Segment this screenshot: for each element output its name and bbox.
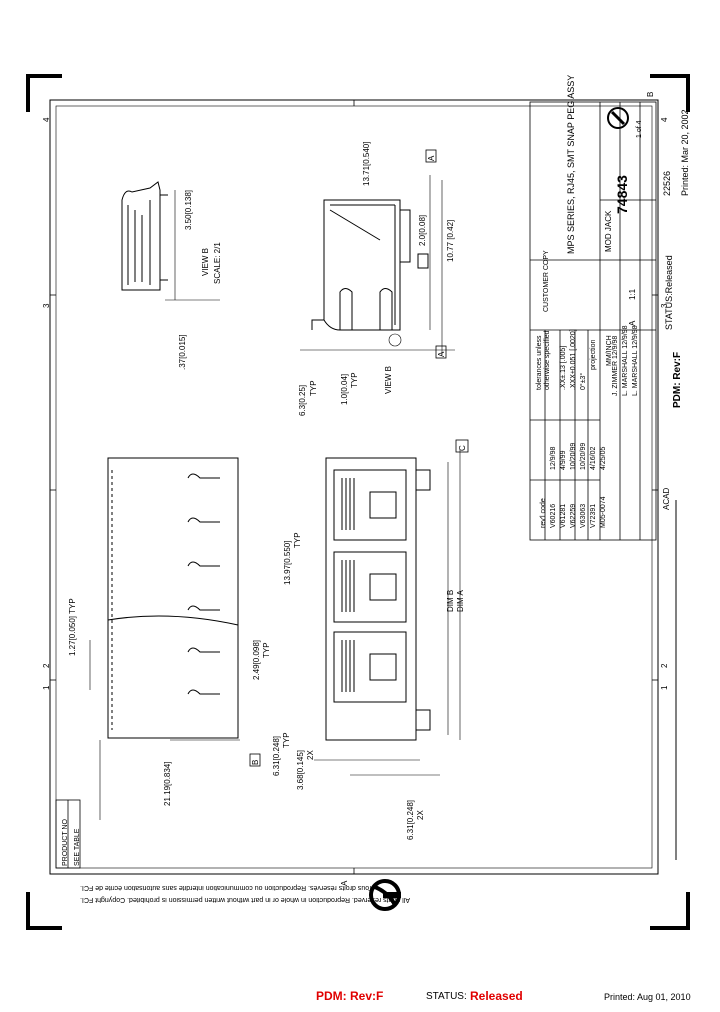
- datum-b: B: [251, 759, 260, 765]
- tolerance-5: 0°±3°: [580, 372, 587, 390]
- dim-2-0: 2.0[0.08]: [418, 214, 427, 246]
- dim-10-77: 10.77 [0.42]: [446, 219, 455, 262]
- pdm-line: PDM: Rev:F: [672, 351, 683, 408]
- rev-date-f: 4/25/05: [600, 446, 607, 470]
- dim-13-97-typ: TYP: [293, 532, 302, 548]
- rev-date-a: 12/9/98: [550, 446, 557, 470]
- rev-row-f: M05-0074: [600, 496, 607, 528]
- copyright-note: All rights reserved. Reproduction in who…: [80, 896, 410, 903]
- dim-1-0: 1.0[0.04]: [340, 373, 349, 405]
- tolerance-1: tolerances unless: [536, 335, 543, 390]
- proprietary-note: Tous droits réservés. Reproduction ou co…: [80, 884, 373, 891]
- cage-code: 22526: [662, 170, 672, 196]
- dim-21-19: 21.19[0.834]: [163, 761, 172, 806]
- tolerance-3: .XX±.13 [.005]: [560, 345, 567, 390]
- dim-3-50: 3.50[0.138]: [184, 189, 193, 230]
- rev-row-a: V60216: [550, 503, 557, 528]
- pdm-rev: PDM: Rev:F: [316, 989, 384, 1003]
- rev-row-d: V63063: [580, 503, 587, 528]
- side-view: [300, 175, 455, 355]
- rev-row-e: V72391: [590, 503, 597, 528]
- tolerance-4: .XXX±0.051 [.0020]: [570, 329, 577, 390]
- zone-row-b: B: [646, 91, 655, 97]
- see-table-label: SEE TABLE: [74, 828, 81, 866]
- drafter-row-3: L. MARSHALL 12/9/98: [632, 325, 639, 396]
- dim-3-68-2x: 2X: [306, 750, 315, 760]
- view-b-detail: [121, 181, 220, 301]
- projection-label: projection: [590, 339, 597, 370]
- pin-view: [89, 457, 240, 820]
- dim-6-31-a-typ: TYP: [282, 732, 291, 748]
- dim-6-3: 6.3[0.25]: [298, 384, 307, 416]
- acad-label: ACAD: [662, 487, 671, 510]
- printed-date: Printed: Aug 01, 2010: [604, 992, 691, 1002]
- dim-b-label: DIM B: [446, 589, 455, 612]
- datum-boxes: [249, 149, 469, 767]
- zone-bottom-2: 2: [660, 663, 669, 668]
- view-b-title: VIEW B: [201, 247, 210, 276]
- status-line: STATUS:Released: [664, 255, 674, 330]
- dim-1-27: 1.27[0.050] TYP: [68, 598, 77, 656]
- zone-bottom-1: 1: [660, 685, 669, 690]
- dim-a-label: DIM A: [456, 590, 465, 612]
- zone-bottom-4: 4: [660, 117, 669, 122]
- dim-0-37: .37[0.015]: [178, 334, 187, 370]
- front-view: [314, 450, 461, 776]
- drafter-row-1: J. ZIMMER 12/9/98: [612, 335, 619, 396]
- dim-6-31-b-2x: 2X: [416, 810, 425, 820]
- product-no-label: PRODUCT NO: [62, 819, 69, 866]
- rev-date-c: 10/20/99: [570, 442, 577, 470]
- zone-top-4: 4: [42, 117, 51, 122]
- datum-a-top: A: [427, 155, 436, 161]
- rev-date-b: 4/9/99: [560, 450, 567, 470]
- dim-13-71: 13.71[0.540]: [362, 141, 371, 186]
- rev-header: rev'l code: [540, 498, 547, 528]
- datum-c: C: [458, 445, 467, 451]
- rev-date-e: 4/16/02: [590, 446, 597, 470]
- rev-date-d: 10/20/99: [580, 442, 587, 470]
- part-number: 74843: [614, 175, 630, 214]
- dim-6-31-b: 6.31[0.248]: [406, 799, 415, 840]
- customer-copy: CUSTOMER COPY: [543, 250, 550, 312]
- dim-6-3-typ: TYP: [309, 380, 318, 396]
- dim-2-49-typ: TYP: [262, 642, 271, 658]
- status-prefix: STATUS:: [426, 991, 467, 1002]
- fci-logo-large-icon: [369, 879, 401, 911]
- status-value: Released: [470, 989, 523, 1003]
- zone-top-3: 3: [42, 303, 51, 308]
- product-family: MOD JACK: [604, 210, 613, 252]
- rev-row-b: V61281: [560, 503, 567, 528]
- title-block: [529, 101, 657, 541]
- view-b-scale: SCALE: 2/1: [213, 242, 222, 284]
- corner-marks: [26, 74, 690, 930]
- tolerance-2: otherwise specified: [544, 330, 551, 390]
- dim-6-31-a: 6.31[0.248]: [272, 735, 281, 776]
- datum-a-side: A: [437, 351, 446, 357]
- dim-13-97: 13.97[0.550]: [283, 540, 292, 585]
- pdm-footer: PDM: Rev:F STATUS: Released Printed: Aug…: [0, 988, 720, 1010]
- product-no-box: [55, 799, 81, 869]
- view-b-ref: VIEW B: [384, 365, 393, 394]
- zone-top-2: 2: [42, 663, 51, 668]
- drafter-row-2: L. MARSHALL 12/9/98: [622, 325, 629, 396]
- zone-ticks: [50, 100, 658, 874]
- printed-line: Printed: Mar 20, 2002: [680, 109, 690, 196]
- fci-logo-icon: [607, 107, 629, 129]
- drawing-title: MPS SERIES, RJ45, SMT SNAP PEG ASSY: [566, 74, 576, 254]
- zone-top-1: 1: [42, 685, 51, 690]
- dim-3-68: 3.68[0.145]: [296, 749, 305, 790]
- sheet-number: 1 of 4: [636, 120, 643, 138]
- scale: 1:1: [628, 288, 637, 300]
- rev-row-c: V62259: [570, 503, 577, 528]
- dim-1-0-typ: TYP: [350, 372, 359, 388]
- dim-2-49: 2.49[0.098]: [252, 639, 261, 680]
